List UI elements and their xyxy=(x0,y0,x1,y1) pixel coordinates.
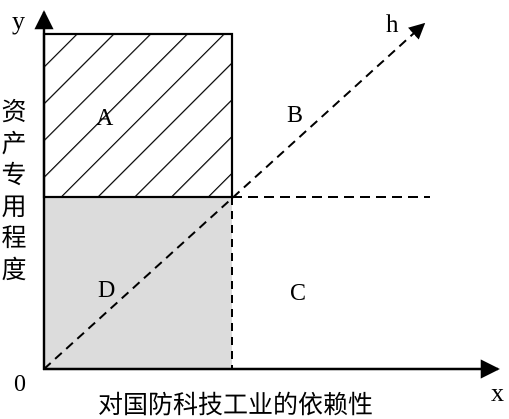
x-axis-label: 对国防科技工业的依赖性 xyxy=(98,390,374,419)
region-a-label: A xyxy=(96,105,114,131)
region-d-label: D xyxy=(98,277,116,303)
origin-label: 0 xyxy=(14,371,26,397)
region-a-fill xyxy=(44,34,232,197)
line-h-label: h xyxy=(386,11,399,38)
region-c-label: C xyxy=(290,280,307,306)
y-axis-label: 资产专用程度 xyxy=(1,97,27,284)
region-b-label: B xyxy=(287,102,304,128)
line-h xyxy=(43,22,426,370)
y-axis-letter: y xyxy=(12,6,25,35)
x-axis-letter: x xyxy=(491,378,504,407)
